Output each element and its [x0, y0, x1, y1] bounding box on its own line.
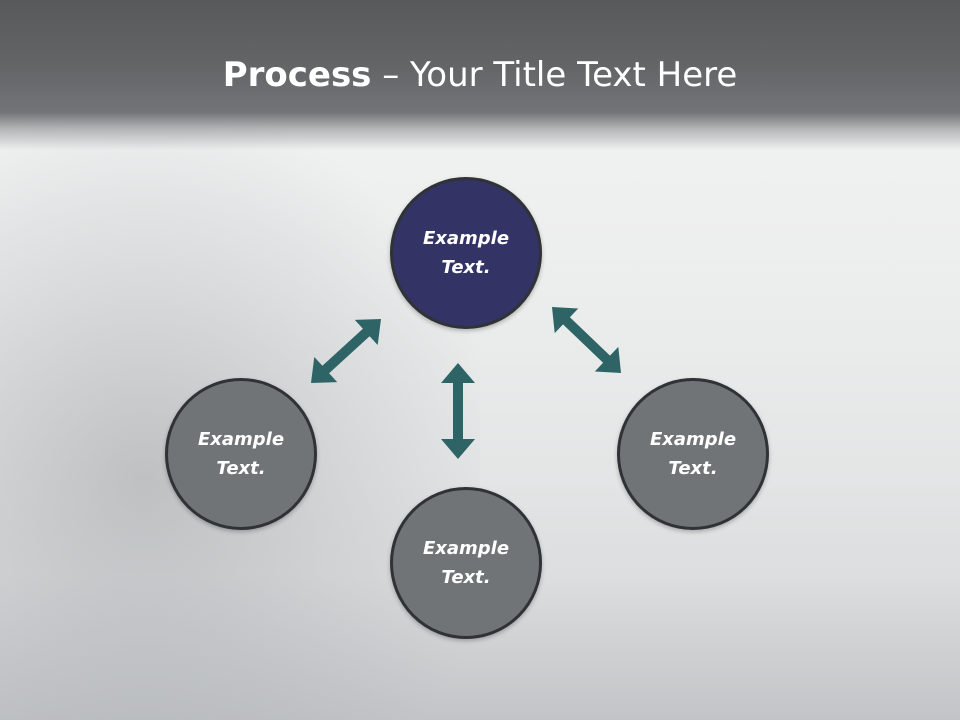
process-node-right-label: Example Text. [649, 429, 737, 479]
process-node-left[interactable]: Example Text. [165, 378, 317, 530]
process-node-left-label: Example Text. [197, 429, 285, 479]
process-node-right[interactable]: Example Text. [617, 378, 769, 530]
title-bar [0, 0, 960, 150]
process-node-top[interactable]: Example Text. [390, 177, 542, 329]
process-node-bottom-label: Example Text. [422, 538, 510, 588]
process-node-top-label: Example Text. [422, 228, 510, 278]
slide-title-bold: Process [222, 55, 372, 95]
slide-title-rest: – Your Title Text Here [371, 55, 738, 95]
process-node-bottom[interactable]: Example Text. [390, 487, 542, 639]
slide-title[interactable]: Process – Your Title Text Here [0, 52, 960, 98]
